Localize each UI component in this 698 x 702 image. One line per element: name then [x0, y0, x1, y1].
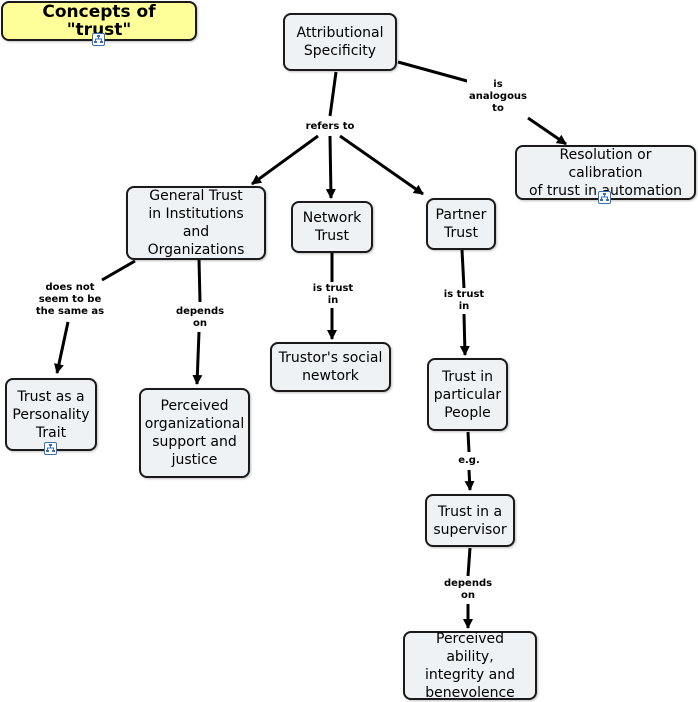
node-label: Trustor's social newtork: [278, 350, 383, 384]
link-eg[interactable]: e.g.: [456, 455, 482, 467]
map-title-text: Concepts of "trust": [42, 2, 156, 40]
node-partner-trust[interactable]: Partner Trust: [426, 198, 496, 250]
edge-refers-to-partner: [339, 134, 424, 196]
node-label: Network Trust: [302, 210, 362, 244]
node-label: General Trust in Institutions and Organi…: [147, 188, 245, 258]
node-resolution-calibration[interactable]: Resolution or calibration of trust in au…: [515, 145, 696, 200]
link-refers-to[interactable]: refers to: [303, 121, 357, 133]
edge-eg-to-supervisor: [464, 469, 475, 491]
link-depends-on-support[interactable]: depends on: [173, 306, 227, 330]
edge-general-to-depends1: [197, 258, 202, 303]
edge-analogous-to-resolution: [527, 116, 567, 146]
edge-refers-to-general: [251, 134, 319, 186]
node-network-trust[interactable]: Network Trust: [291, 201, 373, 253]
cmap-resource-icon[interactable]: [92, 33, 105, 46]
edge-partner-to-trustin2: [460, 249, 466, 289]
edge-refers-to-network: [325, 135, 336, 199]
node-label: Resolution or calibration of trust in au…: [528, 146, 683, 199]
node-label: Trust in a supervisor: [433, 503, 507, 538]
node-perceived-support[interactable]: Perceived organizational support and jus…: [139, 388, 250, 478]
node-personality-trait[interactable]: Trust as a Personality Trait: [5, 378, 97, 451]
link-is-analogous-to[interactable]: is analogous to: [466, 79, 530, 115]
link-depends-on-ability[interactable]: depends on: [441, 578, 495, 602]
edge-people-to-eg: [466, 431, 471, 453]
link-does-not-seem-same[interactable]: does not seem to be the same as: [33, 282, 107, 318]
node-trust-particular-people[interactable]: Trust in particular People: [427, 358, 508, 431]
node-label: Trust as a Personality Trait: [12, 388, 90, 441]
edge-attributional-to-analogous: [397, 60, 479, 86]
node-attributional-specificity[interactable]: Attributional Specificity: [283, 13, 397, 71]
node-perceived-ability[interactable]: Perceived ability, integrity and benevol…: [403, 630, 537, 701]
cmap-resource-icon[interactable]: [44, 442, 57, 455]
edge-supervisor-to-depends2: [466, 547, 472, 577]
edge-attributional-to-refers: [328, 71, 338, 117]
node-trustor-social-network[interactable]: Trustor's social newtork: [270, 342, 391, 392]
edge-general-to-notsame: [101, 259, 136, 282]
link-is-trust-in-people[interactable]: is trust in: [441, 289, 487, 313]
edge-trustin2-to-people: [459, 313, 470, 356]
node-general-trust[interactable]: General Trust in Institutions and Organi…: [126, 186, 266, 260]
cmap-resource-icon[interactable]: [598, 191, 611, 204]
node-label: Perceived ability, integrity and benevol…: [425, 630, 515, 701]
node-label: Attributional Specificity: [296, 25, 384, 59]
edge-notsame-to-personality: [54, 321, 70, 374]
node-label: Partner Trust: [435, 207, 487, 241]
node-label: Trust in particular People: [433, 368, 502, 421]
node-trust-supervisor[interactable]: Trust in a supervisor: [425, 494, 515, 547]
edge-depends1-to-support: [192, 331, 203, 385]
node-label: Perceived organizational support and jus…: [144, 398, 245, 468]
link-is-trust-in-network[interactable]: is trust in: [310, 283, 356, 307]
